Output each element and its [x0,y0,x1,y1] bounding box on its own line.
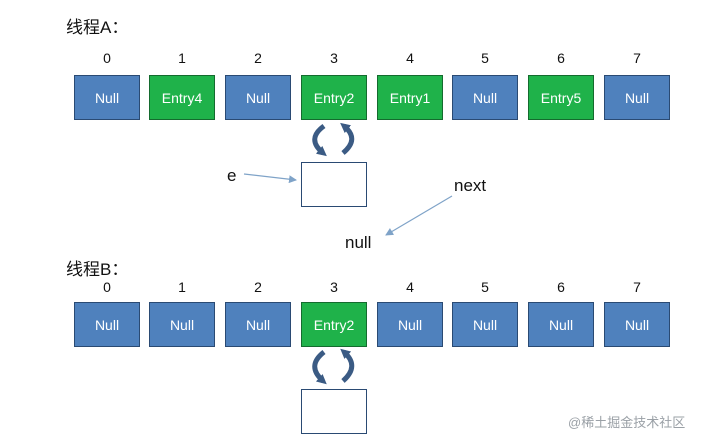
thread-b-bucket-3: Entry2 [301,302,367,347]
thread-a-bucket-6: Entry5 [528,75,594,120]
thread-a-bucket-label: Entry4 [161,89,203,106]
thread-a-bucket-label: Null [245,89,271,106]
thread-b-index-3: 3 [330,279,338,295]
thread-a-bucket-0: Null [74,75,140,120]
thread-b-bucket-label: Null [548,316,574,333]
thread-b-chained-entry-label: Entry3 [313,403,355,420]
thread-b-bucket-4: Null [377,302,443,347]
thread-b-bucket-6: Null [528,302,594,347]
thread-a-index-0: 0 [103,50,111,66]
thread-a-index-3: 3 [330,50,338,66]
thread-a-bucket-3: Entry2 [301,75,367,120]
thread-b-bucket-0: Null [74,302,140,347]
thread-b-bucket-label: Null [245,316,271,333]
thread-a-index-1: 1 [178,50,186,66]
thread-b-bucket-label: Null [624,316,650,333]
thread-b-bucket-label: Null [397,316,423,333]
thread-b-bucket-5: Null [452,302,518,347]
thread-a-index-6: 6 [557,50,565,66]
thread-a-chained-entry-label: Entry3 [313,176,355,193]
thread-a-bucket-label: Entry1 [389,89,431,106]
thread-b-bucket-label: Null [94,316,120,333]
thread-a-bucket-2: Null [225,75,291,120]
thread-a-bucket-4: Entry1 [377,75,443,120]
thread-a-index-2: 2 [254,50,262,66]
thread-b-index-6: 6 [557,279,565,295]
thread-a-null-label: null [345,233,372,252]
thread-b-index-4: 4 [406,279,414,295]
thread-b-index-5: 5 [481,279,489,295]
thread-b-bucket-1: Null [149,302,215,347]
thread-b-index-1: 1 [178,279,186,295]
thread-a-bucket-label: Null [94,89,120,106]
pointer-e-arrow [243,173,297,184]
thread-a-bucket-5: Null [452,75,518,120]
thread-b-title: 线程B： [66,260,129,279]
thread-a-bucket-7: Null [604,75,670,120]
thread-b-bucket-label: Null [169,316,195,333]
thread-b-bucket-2: Null [225,302,291,347]
thread-a-cycle-arrows-icon [312,122,355,157]
thread-a-bucket-label: Null [624,89,650,106]
thread-b-index-2: 2 [254,279,262,295]
thread-a-index-7: 7 [633,50,641,66]
thread-a-bucket-label: Null [472,89,498,106]
thread-b-index-7: 7 [633,279,641,295]
thread-a-index-4: 4 [406,50,414,66]
thread-b-chained-entry: Entry3 [301,389,367,434]
thread-b-bucket-7: Null [604,302,670,347]
thread-b-cycle-arrows-icon [312,348,355,385]
thread-a-bucket-label: Entry2 [313,89,355,106]
next-to-null-arrow [385,195,453,236]
watermark: @稀土掘金技术社区 [568,415,686,430]
thread-b-bucket-label: Null [472,316,498,333]
thread-a-chained-entry: Entry3 [301,162,367,207]
thread-a-pointer-label: e [227,166,237,185]
thread-a-next-label: next [454,176,487,195]
thread-a-title: 线程A： [66,18,129,37]
thread-b-bucket-label: Entry2 [313,316,355,333]
thread-b-index-0: 0 [103,279,111,295]
thread-a-bucket-1: Entry4 [149,75,215,120]
thread-a-bucket-label: Entry5 [540,89,582,106]
thread-a-index-5: 5 [481,50,489,66]
